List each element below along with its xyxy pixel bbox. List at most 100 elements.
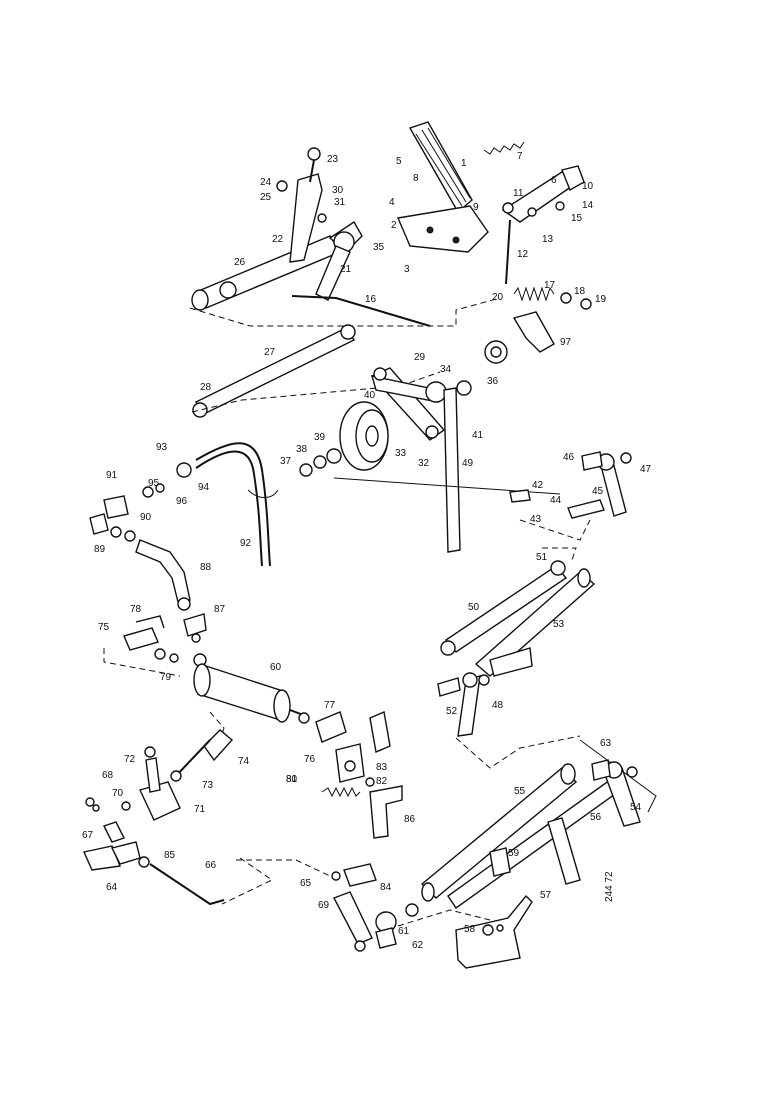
hose-93 bbox=[103, 442, 279, 567]
label-53: 53 bbox=[553, 619, 565, 630]
lever-74 bbox=[170, 729, 234, 782]
linkage-66 bbox=[83, 841, 331, 906]
label-52: 52 bbox=[446, 706, 458, 717]
upper-cross-shaft bbox=[191, 147, 363, 311]
label-69: 69 bbox=[318, 900, 330, 911]
label-51: 51 bbox=[536, 552, 548, 563]
label-15: 15 bbox=[571, 213, 583, 224]
label-85: 85 bbox=[164, 850, 176, 861]
label-25: 25 bbox=[260, 192, 272, 203]
label-94: 94 bbox=[198, 482, 210, 493]
tube-55 bbox=[420, 763, 578, 902]
lever-46-upper bbox=[581, 451, 632, 517]
label-38: 38 bbox=[296, 444, 308, 455]
label-26: 26 bbox=[234, 257, 246, 268]
label-67: 67 bbox=[82, 830, 94, 841]
bell-crank-assembly bbox=[370, 340, 508, 441]
label-39: 39 bbox=[314, 432, 326, 443]
label-73: 73 bbox=[202, 780, 214, 791]
label-22: 22 bbox=[272, 234, 284, 245]
cylinder-80 bbox=[193, 663, 391, 753]
return-spring-top bbox=[483, 141, 525, 155]
label-81: 81 bbox=[286, 774, 298, 785]
label-70: 70 bbox=[112, 788, 124, 799]
label-95: 95 bbox=[148, 478, 160, 489]
label-92: 92 bbox=[240, 538, 252, 549]
pedal-bracket-arm bbox=[501, 165, 585, 285]
label-68: 68 bbox=[102, 770, 114, 781]
label-10: 10 bbox=[582, 181, 594, 192]
label-72: 72 bbox=[124, 754, 136, 765]
bracket-71 bbox=[85, 746, 181, 843]
label-20: 20 bbox=[492, 292, 504, 303]
label-12: 12 bbox=[517, 249, 529, 260]
label-36: 36 bbox=[487, 376, 499, 387]
label-9: 9 bbox=[473, 202, 479, 213]
label-74: 74 bbox=[238, 756, 250, 767]
label-77: 77 bbox=[324, 700, 336, 711]
pipe-88 bbox=[89, 513, 191, 611]
dashed-guide-left bbox=[103, 648, 225, 741]
label-88: 88 bbox=[200, 562, 212, 573]
bracket-57 bbox=[455, 847, 533, 969]
vertical-rod-49 bbox=[443, 380, 472, 553]
tube-53 bbox=[474, 568, 596, 677]
label-62: 62 bbox=[412, 940, 424, 951]
label-54: 54 bbox=[630, 802, 642, 813]
label-48: 48 bbox=[492, 700, 504, 711]
tube-50 bbox=[440, 560, 568, 656]
label-17: 17 bbox=[544, 280, 556, 291]
horizontal-spring bbox=[513, 286, 592, 310]
label-14: 14 bbox=[582, 200, 594, 211]
label-46: 46 bbox=[563, 452, 575, 463]
label-66: 66 bbox=[205, 860, 217, 871]
dashed-guide-right bbox=[455, 547, 581, 769]
label-82: 82 bbox=[376, 776, 388, 787]
drum-pulley bbox=[299, 401, 389, 477]
label-55: 55 bbox=[514, 786, 526, 797]
label-42: 42 bbox=[532, 480, 544, 491]
clamp-75 bbox=[123, 613, 207, 667]
label-27: 27 bbox=[264, 347, 276, 358]
label-4: 4 bbox=[389, 197, 395, 208]
linkage-rod-16 bbox=[189, 295, 501, 327]
accelerator-pedal bbox=[397, 121, 489, 253]
bracket-97 bbox=[512, 311, 555, 353]
label-43: 43 bbox=[530, 514, 542, 525]
label-49: 49 bbox=[462, 458, 474, 469]
part-labels: 1 2 3 4 5 6 7 8 9 10 11 12 13 14 15 16 1… bbox=[82, 151, 652, 951]
label-18: 18 bbox=[574, 286, 586, 297]
label-40: 40 bbox=[364, 390, 376, 401]
label-41: 41 bbox=[472, 430, 484, 441]
label-31: 31 bbox=[334, 197, 346, 208]
label-59: 59 bbox=[508, 848, 520, 859]
drawing-code: 244 72 bbox=[604, 871, 615, 902]
label-83: 83 bbox=[376, 762, 388, 773]
label-28: 28 bbox=[200, 382, 212, 393]
label-37: 37 bbox=[280, 456, 292, 467]
label-32: 32 bbox=[418, 458, 430, 469]
label-65: 65 bbox=[300, 878, 312, 889]
label-44: 44 bbox=[550, 495, 562, 506]
lever-46-lower bbox=[591, 759, 638, 781]
label-58: 58 bbox=[464, 924, 476, 935]
label-86: 86 bbox=[404, 814, 416, 825]
label-35: 35 bbox=[373, 242, 385, 253]
label-19: 19 bbox=[595, 294, 607, 305]
label-5: 5 bbox=[396, 156, 402, 167]
label-97: 97 bbox=[560, 337, 572, 348]
label-80: 80 bbox=[286, 774, 298, 785]
label-90: 90 bbox=[140, 512, 152, 523]
label-84: 84 bbox=[380, 882, 392, 893]
label-56: 56 bbox=[590, 812, 602, 823]
label-8: 8 bbox=[413, 173, 419, 184]
label-21: 21 bbox=[340, 264, 352, 275]
label-96: 96 bbox=[176, 496, 188, 507]
label-29: 29 bbox=[414, 352, 426, 363]
label-23: 23 bbox=[327, 154, 339, 165]
label-13: 13 bbox=[542, 234, 554, 245]
label-63: 63 bbox=[600, 738, 612, 749]
label-24: 24 bbox=[260, 177, 272, 188]
label-71: 71 bbox=[194, 804, 206, 815]
